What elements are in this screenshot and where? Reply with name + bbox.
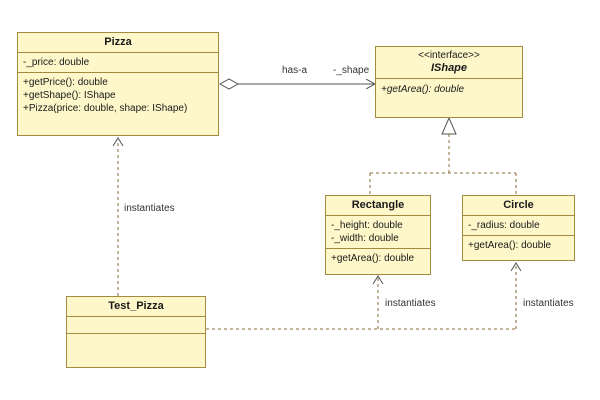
- aggregation-pizza-ishape: [218, 78, 375, 90]
- realization-triangle: [441, 116, 457, 135]
- instantiates-pizza-label: instantiates: [124, 203, 175, 214]
- class-circle[interactable]: Circle -_radius: double +getArea(): doub…: [462, 195, 575, 261]
- dependency-circle-arrowhead: [510, 262, 522, 272]
- attributes-compartment: -_height: double -_width: double: [326, 215, 430, 248]
- class-name: IShape: [430, 62, 468, 74]
- attribute: -_radius: double: [468, 220, 540, 231]
- interface-header: <<interface>> IShape: [376, 47, 522, 78]
- has-a-label: has-a: [282, 65, 308, 76]
- operation: +getArea(): double: [468, 240, 552, 251]
- aggregation-diamond: [218, 78, 240, 90]
- operation: +getArea(): double: [331, 253, 415, 264]
- operation: +Pizza(price: double, shape: IShape): [23, 103, 188, 114]
- dependency-rectangle-arrowhead: [372, 275, 384, 285]
- class-name: Rectangle: [351, 199, 405, 211]
- operations-compartment: +getArea(): double: [326, 248, 430, 268]
- attribute: -_width: double: [331, 233, 399, 244]
- shape-role-label: -_shape: [333, 65, 370, 76]
- dependency-arrowhead: [112, 137, 124, 147]
- class-rectangle[interactable]: Rectangle -_height: double -_width: doub…: [325, 195, 431, 275]
- operation: +getPrice(): double: [23, 77, 108, 88]
- attributes-compartment: -_price: double: [18, 52, 218, 72]
- stereotype: <<interface>>: [418, 50, 480, 61]
- dependency-test-pizza-to-pizza: [112, 137, 124, 296]
- operations-compartment: +getArea(): double: [463, 235, 574, 255]
- realization-to-ishape: [369, 116, 517, 195]
- attribute: -_price: double: [23, 57, 90, 68]
- class-name: Pizza: [104, 36, 132, 48]
- dependency-test-pizza-to-shapes: [206, 262, 522, 330]
- class-pizza[interactable]: Pizza -_price: double +getPrice(): doubl…: [17, 32, 219, 136]
- operations-compartment: +getPrice(): double +getShape(): IShape …: [18, 72, 218, 118]
- instantiates-rectangle-label: instantiates: [385, 298, 436, 309]
- instantiates-circle-label: instantiates: [523, 298, 574, 309]
- attributes-compartment: -_radius: double: [463, 215, 574, 235]
- operation: +getShape(): IShape: [23, 90, 116, 101]
- operations-compartment: +getArea(): double: [376, 78, 522, 99]
- operations-compartment: [67, 333, 205, 340]
- operation: +getArea(): double: [381, 84, 465, 95]
- class-name: Circle: [503, 199, 534, 211]
- class-name: Test_Pizza: [108, 300, 164, 312]
- class-test-pizza[interactable]: Test_Pizza: [66, 296, 206, 368]
- attributes-compartment: [67, 316, 205, 333]
- attribute: -_height: double: [331, 220, 403, 231]
- interface-ishape[interactable]: <<interface>> IShape +getArea(): double: [375, 46, 523, 118]
